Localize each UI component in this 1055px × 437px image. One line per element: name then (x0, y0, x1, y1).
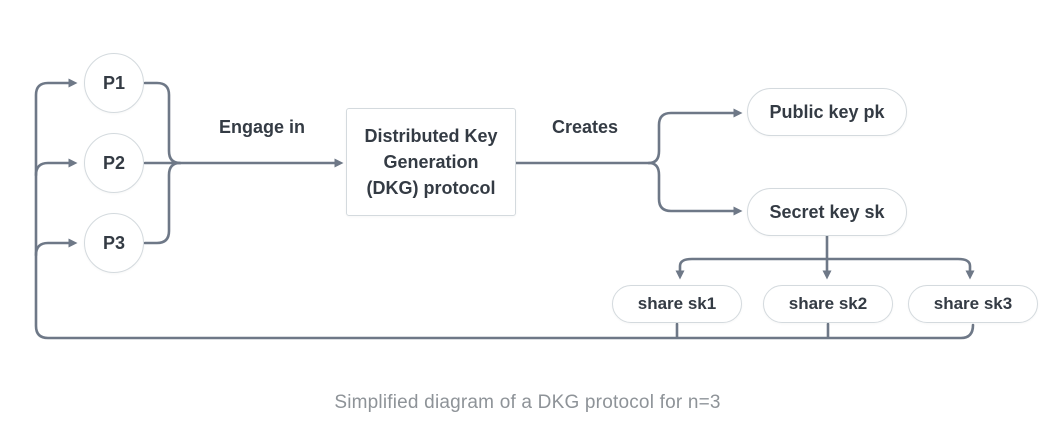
participant-node-p1: P1 (84, 53, 144, 113)
diagram-caption: Simplified diagram of a DKG protocol for… (334, 392, 721, 413)
dkg-box-line: (DKG) protocol (366, 178, 496, 198)
participant-merge-connector (143, 81, 344, 245)
participant-node-p2: P2 (84, 133, 144, 193)
participant-label: P2 (102, 152, 126, 173)
share-label: share sk1 (637, 294, 717, 313)
secret-key-node: Secret key sk (747, 188, 907, 236)
feedback-loop-connector (34, 78, 975, 340)
share-sk1-node: share sk1 (612, 285, 742, 323)
share-sk3-node: share sk3 (908, 285, 1038, 323)
engage-in-label: Engage in (218, 117, 305, 137)
participant-label: P3 (102, 232, 126, 253)
share-label: share sk2 (788, 294, 868, 313)
secret-key-label: Secret key sk (769, 201, 885, 222)
dkg-protocol-box: Distributed Key Generation (DKG) protoco… (346, 108, 516, 216)
share-label: share sk3 (933, 294, 1013, 313)
public-key-label: Public key pk (769, 101, 885, 122)
creates-split-connector (514, 108, 743, 216)
dkg-box-line: Distributed Key (364, 126, 498, 146)
participant-label: P1 (102, 72, 126, 93)
participant-node-p3: P3 (84, 213, 144, 273)
creates-label: Creates (551, 117, 619, 137)
share-sk2-node: share sk2 (763, 285, 893, 323)
public-key-node: Public key pk (747, 88, 907, 136)
dkg-box-line: Generation (383, 152, 479, 172)
share-fan-connector (675, 234, 975, 280)
